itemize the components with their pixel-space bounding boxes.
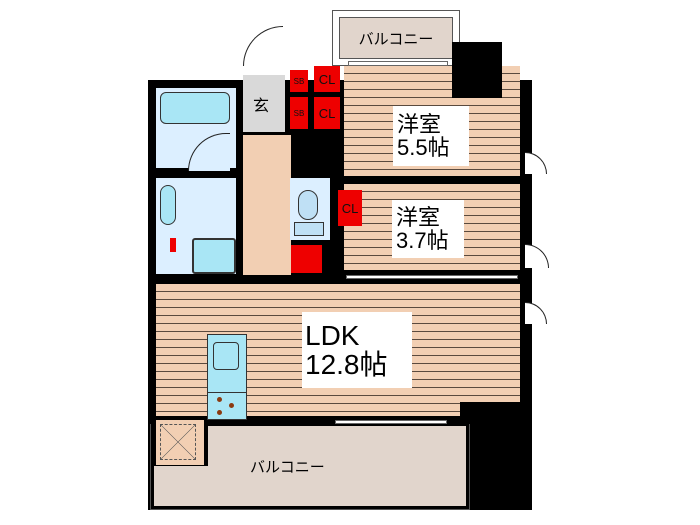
exterior-door-3[interactable] [525,302,547,324]
water-heater-red [170,238,176,252]
washbasin [160,185,176,225]
exterior-door-2[interactable] [525,244,549,268]
exterior-door-1[interactable] [525,152,547,174]
balcony-bottom-ext [154,466,466,506]
balcony-top: バルコニー [339,17,453,59]
hallway [243,135,291,275]
ldk-type: LDK [305,319,360,351]
storage-red [290,245,322,273]
pillar-lower-right [460,402,520,472]
toilet-tank [294,222,324,236]
window-ldk [335,420,447,424]
balcony-bottom-label: バルコニー [250,459,325,476]
burner-icon [217,397,222,402]
bathtub [160,92,230,124]
sliding-door-room2 [346,275,518,279]
tower-block-fill [452,66,502,98]
entrance-label: 玄 [253,97,270,115]
closet-1: CL [314,66,340,92]
closet-2: CL [314,97,340,129]
window-top [348,61,448,66]
shoe-box-2: SB [290,97,308,129]
washer-pan [192,238,236,274]
balcony-top-label: バルコニー [358,30,434,48]
burner-icon [229,403,234,408]
closet-3: CL [338,190,362,226]
balcony-bottom-frame [150,424,470,510]
western-room-2-label: 洋室 3.7帖 [392,200,464,258]
stove [207,392,247,420]
western-room-1-label: 洋室 5.5帖 [393,106,469,166]
burner-icon [217,410,222,415]
toilet [298,190,318,220]
entrance: 玄 [243,75,285,132]
ldk-label: LDK 12.8帖 [302,312,412,388]
western-room-2-type: 洋室 [396,204,441,230]
balcony-bottom-label-wrap: バルコニー [250,456,350,480]
western-room-1-size: 5.5帖 [397,135,450,160]
sink [213,342,239,370]
western-room-2-size: 3.7帖 [396,228,449,253]
ldk-size: 12.8帖 [305,349,388,380]
shoe-box-1: SB [290,70,308,92]
western-room-1-type: 洋室 [397,111,442,137]
storage-x-icon [160,424,196,460]
entrance-door[interactable] [243,26,283,66]
